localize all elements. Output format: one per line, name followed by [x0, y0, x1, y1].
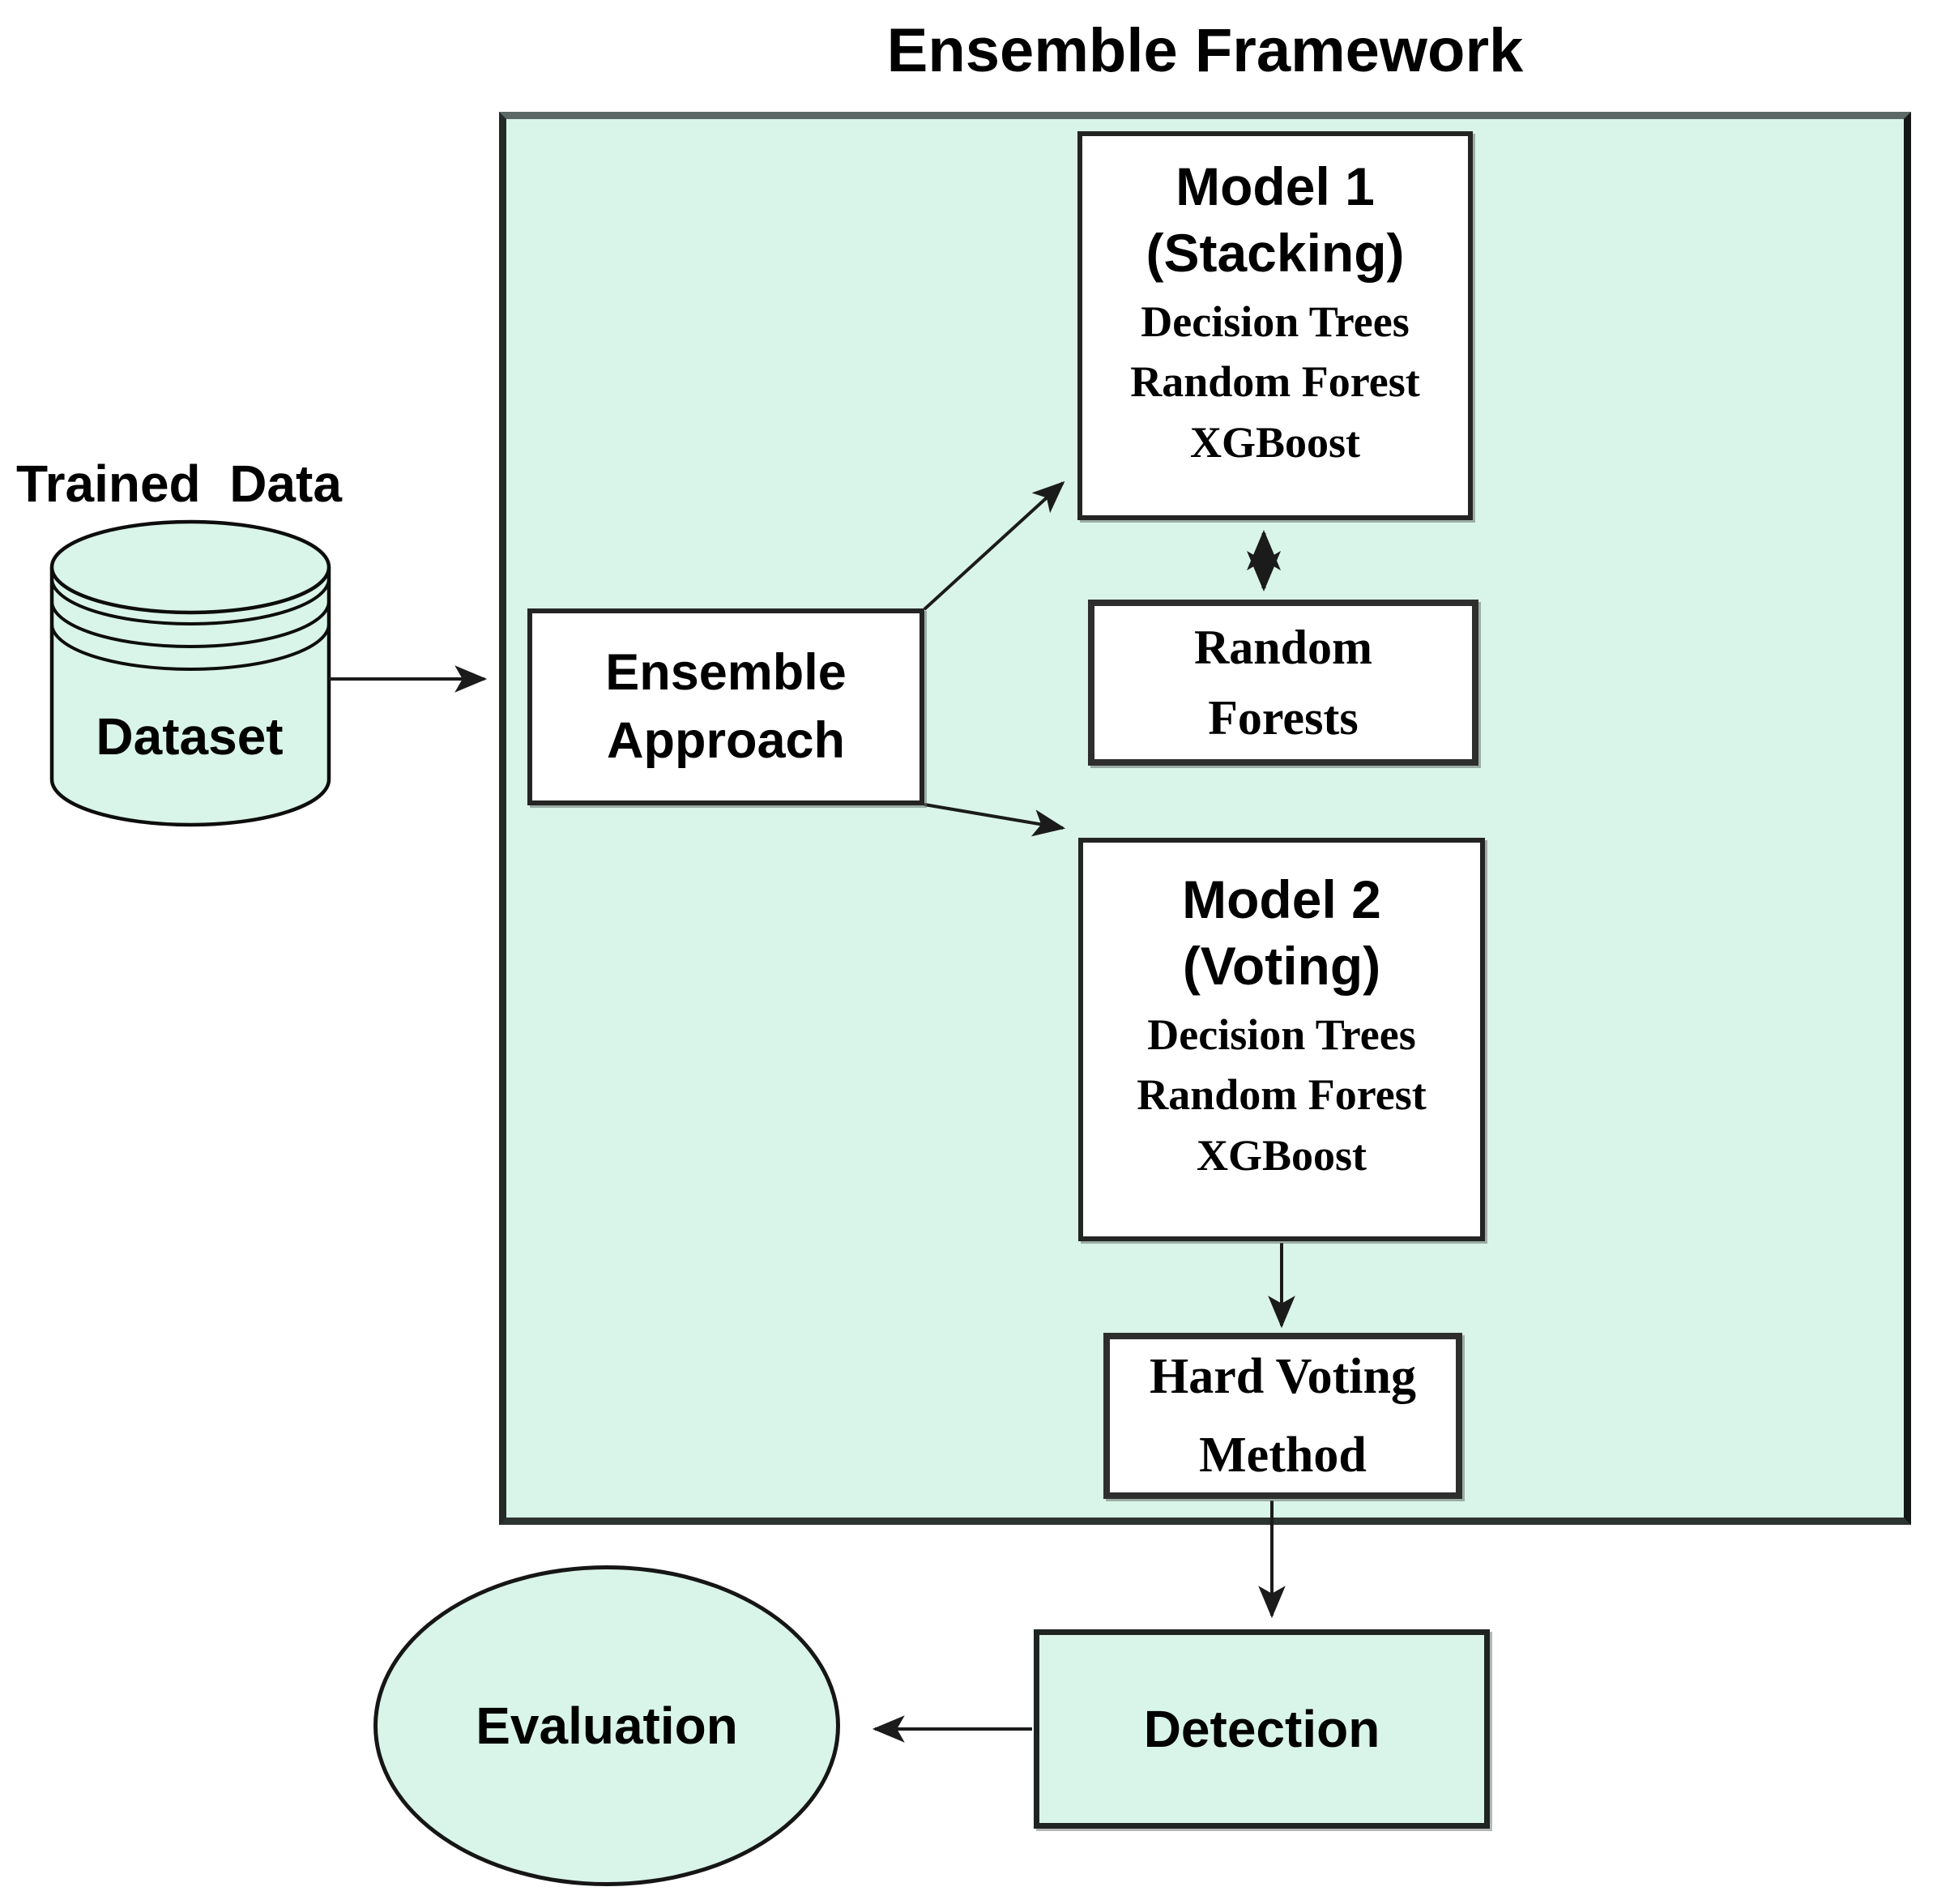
model2-heading: Model 2 (Voting): [1182, 869, 1381, 996]
random-forests-node: Random Forests: [1088, 600, 1478, 766]
model1-item-xgboost: XGBoost: [1189, 417, 1360, 467]
model1-item-random-forest: Random Forest: [1130, 357, 1420, 407]
dataset-label: Dataset: [96, 707, 284, 766]
model1-node: Model 1 (Stacking) Decision Trees Random…: [1077, 131, 1473, 520]
ensemble-approach-node: Ensemble Approach: [527, 608, 924, 805]
hard-voting-method-node: Hard Voting Method: [1103, 1333, 1462, 1499]
detection-node: Detection: [1034, 1629, 1490, 1829]
diagram-title: Ensemble Framework: [886, 16, 1524, 85]
model1-item-decision-trees: Decision Trees: [1141, 297, 1410, 346]
model2-item-decision-trees: Decision Trees: [1147, 1010, 1416, 1059]
model2-item-random-forest: Random Forest: [1137, 1070, 1427, 1120]
model1-heading: Model 1 (Stacking): [1146, 156, 1405, 283]
trained-data-label: Trained Data: [16, 455, 342, 513]
evaluation-node: Evaluation: [373, 1565, 840, 1886]
database-cylinder-icon: [49, 519, 331, 827]
model2-item-xgboost: XGBoost: [1196, 1130, 1367, 1180]
model2-node: Model 2 (Voting) Decision Trees Random F…: [1078, 838, 1485, 1241]
